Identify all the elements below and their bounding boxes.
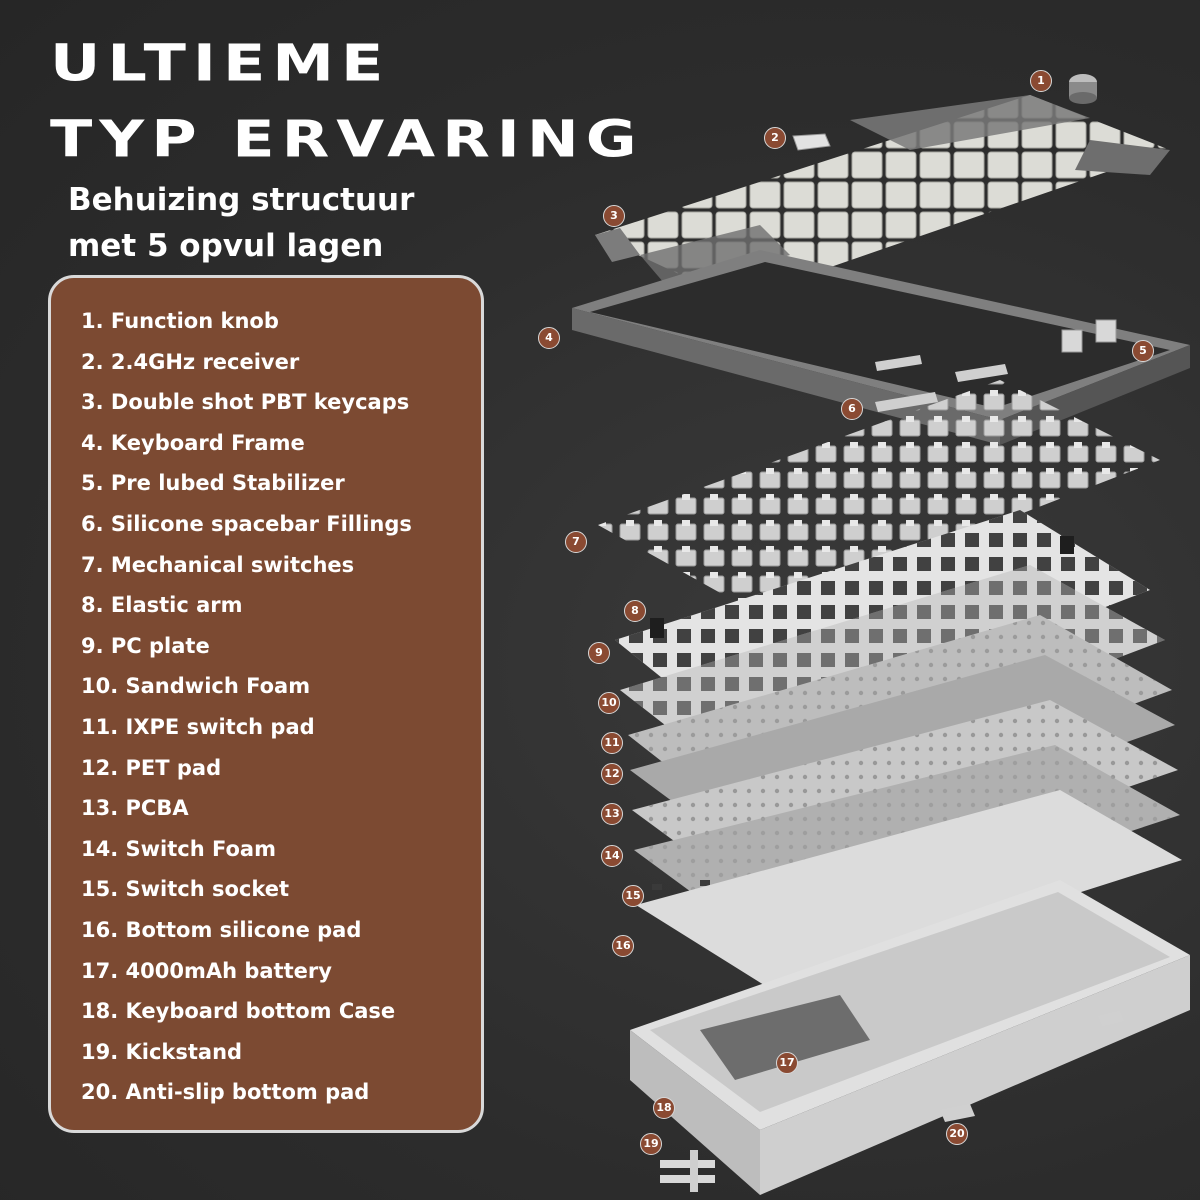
callout-4: 4 (538, 327, 560, 349)
part-item: 7. Mechanical switches (81, 552, 355, 577)
part-item: 3. Double shot PBT keycaps (81, 390, 410, 415)
part-item: 5. Pre lubed Stabilizer (81, 471, 345, 496)
part-item: 15. Switch socket (81, 877, 290, 902)
callout-14: 14 (601, 845, 623, 867)
headline-line-2: TYP ERVARING (50, 108, 644, 169)
callout-9: 9 (588, 642, 610, 664)
part-item: 6. Silicone spacebar Fillings (81, 511, 412, 536)
callout-18: 18 (653, 1097, 675, 1119)
part-item: 9. PC plate (81, 633, 210, 658)
part-item: 20. Anti-slip bottom pad (81, 1080, 370, 1105)
part-item: 18. Keyboard bottom Case (81, 999, 396, 1024)
part-item: 14. Switch Foam (81, 836, 276, 861)
spacebar-fillings (875, 355, 1008, 412)
part-item: 8. Elastic arm (81, 593, 243, 618)
anti-slip-pads (940, 1011, 1124, 1122)
callout-13: 13 (601, 803, 623, 825)
part-item: 16. Bottom silicone pad (81, 917, 362, 942)
receiver (792, 133, 831, 151)
mechanical-switches (598, 380, 1160, 615)
part-item: 10. Sandwich Foam (81, 674, 311, 699)
callout-19: 19 (640, 1133, 662, 1155)
callout-17: 17 (776, 1052, 798, 1074)
callout-20: 20 (946, 1123, 968, 1145)
kickstand (660, 1150, 715, 1192)
keyboard-frame (572, 250, 1190, 445)
battery (700, 995, 870, 1080)
keycaps-layer (595, 95, 1170, 300)
subtitle-line-1: Behuizing structuur (68, 182, 415, 218)
part-item: 19. Kickstand (81, 1039, 243, 1064)
part-item: 12. PET pad (81, 755, 222, 780)
parts-list-panel: 1. Function knob 2. 2.4GHz receiver 3. D… (48, 275, 484, 1133)
callout-5: 5 (1132, 340, 1154, 362)
callout-15: 15 (622, 885, 644, 907)
callout-12: 12 (601, 763, 623, 785)
callout-3: 3 (603, 205, 625, 227)
part-item: 1. Function knob (81, 309, 279, 333)
function-knob (1069, 74, 1097, 104)
callout-6: 6 (841, 398, 863, 420)
headline-line-1: ULTIEME (50, 32, 391, 93)
part-item: 11. IXPE switch pad (81, 714, 315, 739)
callout-10: 10 (598, 692, 620, 714)
part-item: 17. 4000mAh battery (81, 958, 332, 983)
part-item: 4. Keyboard Frame (81, 430, 305, 455)
stabilizers (1061, 319, 1117, 353)
parts-list: 1. Function knob 2. 2.4GHz receiver 3. D… (81, 306, 412, 1118)
subtitle-line-2: met 5 opvul lagen (68, 228, 384, 264)
part-item: 13. PCBA (81, 796, 189, 821)
part-item: 2. 2.4GHz receiver (81, 349, 300, 374)
callout-1: 1 (1030, 70, 1052, 92)
exploded-keyboard-illustration (572, 74, 1190, 1195)
callout-8: 8 (624, 600, 646, 622)
callout-16: 16 (612, 935, 634, 957)
callout-2: 2 (764, 127, 786, 149)
callout-7: 7 (565, 531, 587, 553)
callout-11: 11 (601, 732, 623, 754)
